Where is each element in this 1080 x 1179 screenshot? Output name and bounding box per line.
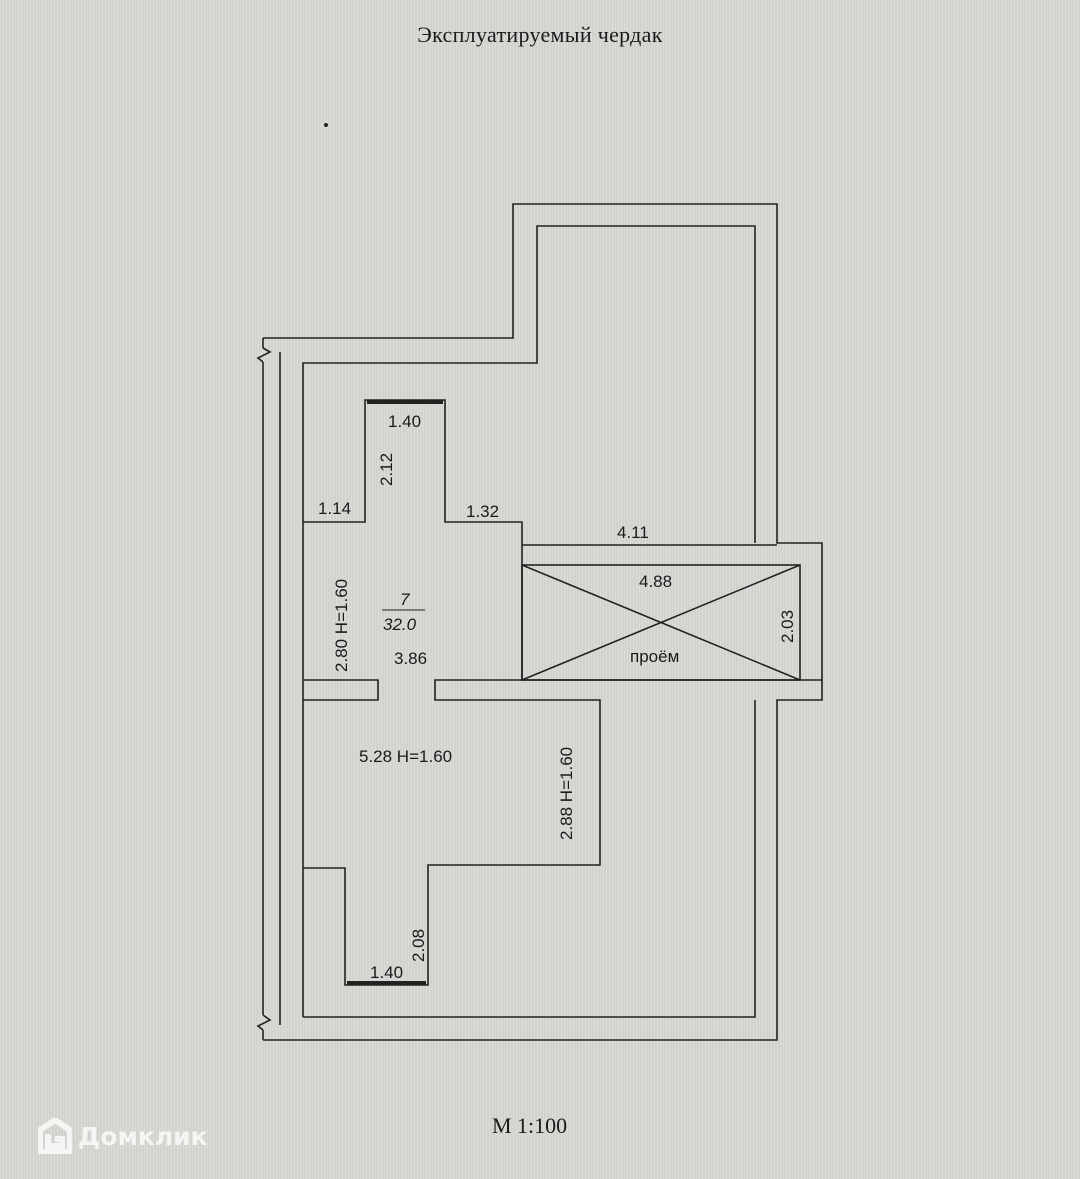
watermark-text: Домклик bbox=[78, 1121, 208, 1151]
outer-wall bbox=[263, 203, 823, 1041]
dim-lower-main: 5.28 H=1.60 bbox=[359, 747, 452, 766]
dim-upper-right: 4.11 bbox=[617, 523, 649, 542]
dim-top-stair-depth: 2.12 bbox=[377, 453, 396, 486]
dim-lower-right-height: 2.88 H=1.60 bbox=[557, 747, 576, 840]
dim-right-step: 1.32 bbox=[466, 502, 499, 521]
dim-top-stair-width: 1.40 bbox=[388, 412, 421, 431]
room-number: 7 bbox=[400, 590, 410, 609]
dim-left-height: 2.80 H=1.60 bbox=[332, 579, 351, 672]
scale-label: М 1:100 bbox=[492, 1113, 568, 1138]
dim-bottom-stair-depth: 2.08 bbox=[409, 929, 428, 962]
watermark: Домклик bbox=[38, 1118, 208, 1154]
opening-label: проём bbox=[630, 647, 679, 666]
room-area: 32.0 bbox=[383, 615, 417, 634]
dim-opening-depth: 2.03 bbox=[778, 610, 797, 643]
dim-opening-width: 4.88 bbox=[639, 572, 672, 591]
dim-bottom-stair-width: 1.40 bbox=[370, 963, 403, 982]
walls bbox=[256, 203, 823, 1041]
plan-title: Эксплуатируемый чердак bbox=[417, 22, 663, 47]
house-logo-icon bbox=[38, 1118, 72, 1154]
dim-center-width: 3.86 bbox=[394, 649, 427, 668]
dim-left-step: 1.14 bbox=[318, 499, 351, 518]
